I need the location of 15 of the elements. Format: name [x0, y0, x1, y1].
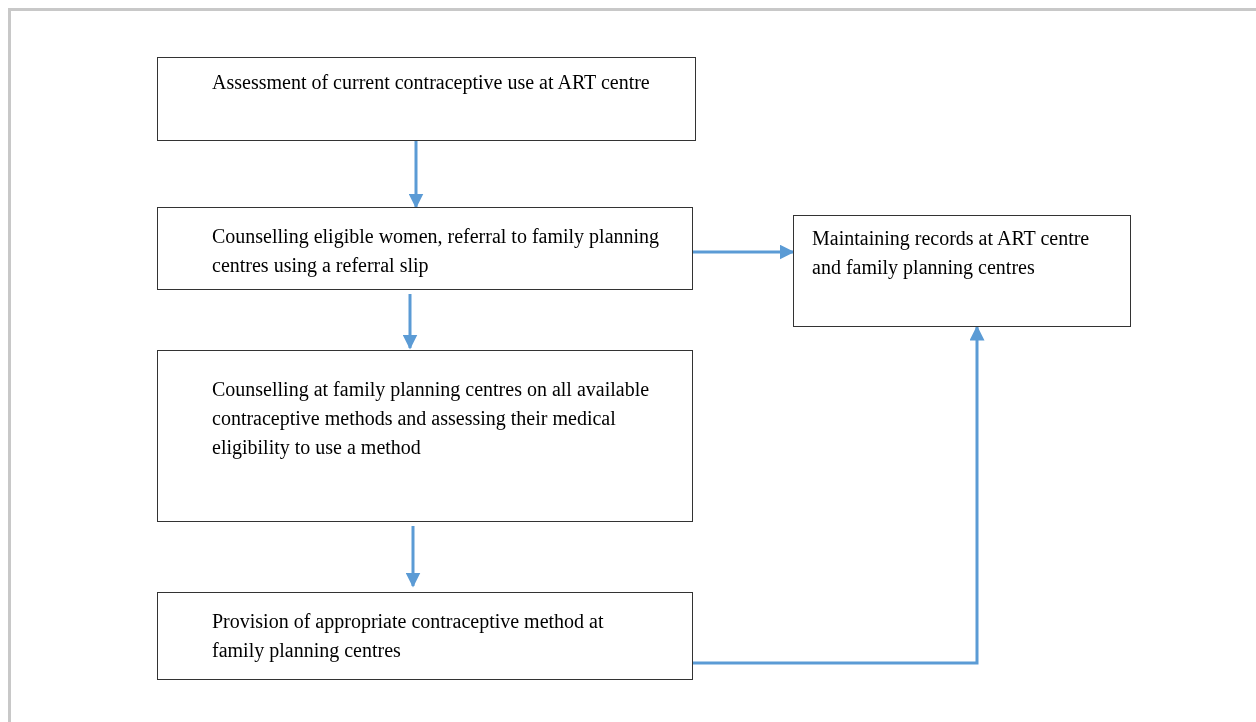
process-box	[157, 350, 693, 522]
box-text: Maintaining records at ART centre and family planning centres	[812, 226, 1091, 281]
arrow	[405, 526, 421, 588]
arrow	[402, 294, 418, 350]
box-text: Assessment of current contraceptive use at ART centre	[212, 70, 651, 96]
process-box	[157, 592, 693, 680]
box-text: Counselling eligible women, referral to family planning centres using a referral slip	[212, 224, 661, 279]
box-text: Counselling at family planning centres on all available contraceptive methods and assessing their medical eligibility to use a method	[212, 377, 651, 461]
box-text: Provision of appropriate contraceptive method at family planning centres	[212, 609, 605, 664]
process-box	[793, 215, 1131, 327]
arrow	[408, 141, 424, 209]
process-box	[157, 57, 696, 141]
arrow	[693, 325, 985, 665]
arrow	[693, 244, 795, 260]
process-box	[157, 207, 693, 290]
